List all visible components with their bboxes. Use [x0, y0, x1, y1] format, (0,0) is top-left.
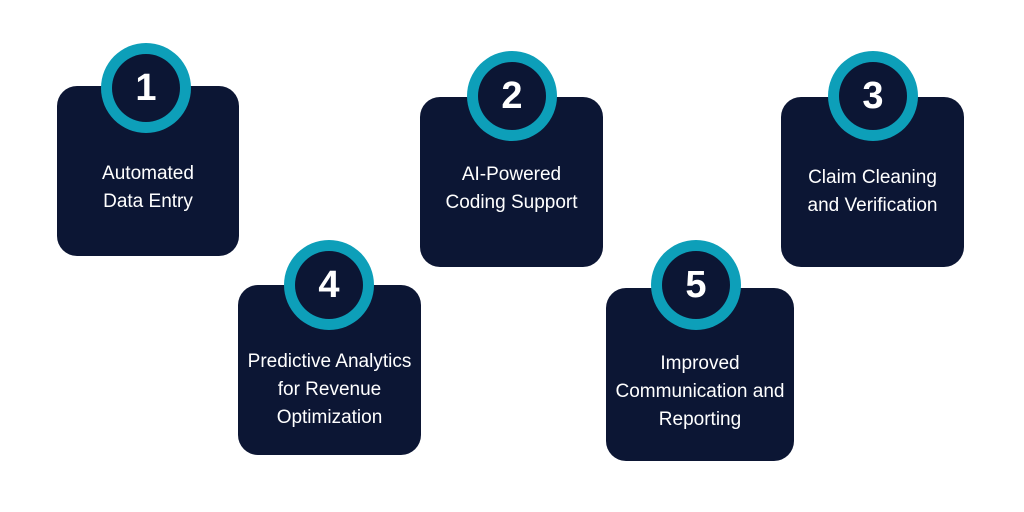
step-label: Automated Data Entry [102, 163, 194, 212]
step-number: 5 [685, 264, 707, 306]
step-number: 3 [862, 75, 884, 117]
step-badge-3: 3 [828, 51, 918, 141]
step-number: 4 [318, 264, 340, 306]
step-label: AI-Powered Coding Support [445, 164, 578, 213]
step-badge-1: 1 [101, 43, 191, 133]
step-label: Improved Communication and Reporting [615, 352, 785, 430]
step-badge-2: 2 [467, 51, 557, 141]
step-label: Claim Cleaning and Verification [807, 167, 938, 216]
step-badge-4: 4 [284, 240, 374, 330]
step-number: 2 [501, 75, 523, 117]
step-badge-5: 5 [651, 240, 741, 330]
step-badge-inner: 3 [839, 62, 907, 130]
step-badge-inner: 4 [295, 251, 363, 319]
step-badge-inner: 2 [478, 62, 546, 130]
step-number: 1 [135, 67, 157, 109]
step-label: Predictive Analytics for Revenue Optimiz… [247, 351, 412, 428]
step-badge-inner: 1 [112, 54, 180, 122]
step-card-3: Claim Cleaning and Verification [781, 97, 964, 267]
step-badge-inner: 5 [662, 251, 730, 319]
